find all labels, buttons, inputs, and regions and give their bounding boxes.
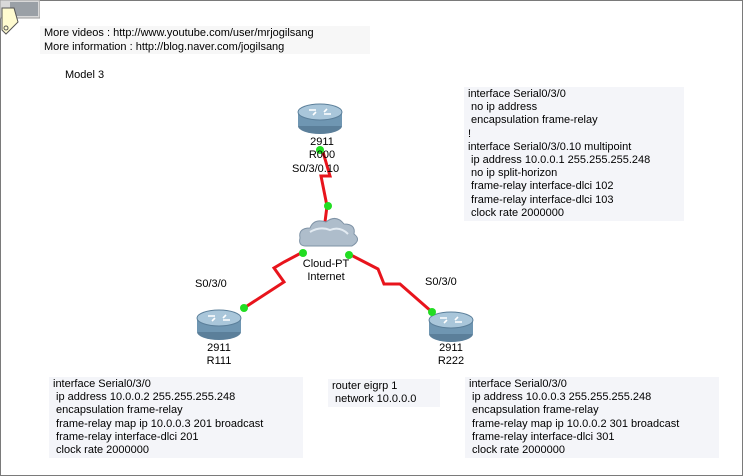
config-note-r222: interface Serial0/3/0 ip address 10.0.0.… (465, 377, 719, 459)
config-line: encapsulation frame-relay (469, 404, 599, 417)
router-r222[interactable] (428, 311, 474, 342)
config-line: clock rate 2000000 (469, 444, 566, 457)
config-line: interface Serial0/3/0.10 multipoint (468, 140, 632, 153)
cloud-internet[interactable] (299, 218, 358, 247)
port-dot-cloud-top (324, 202, 332, 210)
r111-model: 2911 (207, 342, 231, 354)
info-note: More videos : http://www.youtube.com/use… (40, 26, 370, 54)
r000-interface-label: S0/3/0.10 (292, 163, 340, 175)
r222-interface-label: S0/3/0 (425, 276, 457, 288)
config-line: encapsulation frame-relay (53, 404, 183, 417)
videos-link-text: More videos : http://www.youtube.com/use… (44, 27, 314, 39)
cloud-name: Internet (307, 271, 345, 283)
cloud-model: Cloud-PT (302, 258, 350, 270)
config-line: frame-relay interface-dlci 201 (53, 430, 199, 443)
config-line: router eigrp 1 (332, 380, 398, 392)
note-icon[interactable] (0, 0, 40, 36)
config-line: interface Serial0/3/0 (53, 378, 151, 390)
config-line: encapsulation frame-relay (468, 114, 598, 127)
link-r000-cloud[interactable] (319, 151, 332, 223)
port-dot-cloud-left (299, 249, 307, 257)
config-line: frame-relay map ip 10.0.0.3 201 broadcas… (53, 417, 264, 430)
r222-name: R222 (437, 355, 465, 367)
link-cloud-r111[interactable] (243, 250, 304, 310)
r000-model: 2911 (310, 136, 334, 148)
info-link-text: More information : http://blog.naver.com… (44, 41, 285, 53)
port-dot-r111 (240, 304, 248, 312)
router-r000[interactable] (297, 103, 343, 134)
config-line: ip address 10.0.0.2 255.255.255.248 (53, 391, 236, 404)
link-cloud-r222[interactable] (348, 252, 433, 314)
config-line: network 10.0.0.0 (332, 393, 417, 406)
config-line: ip address 10.0.0.3 255.255.255.248 (469, 391, 652, 404)
config-line: no ip split-horizon (468, 167, 558, 180)
r111-label: 2911 R111 (197, 342, 241, 368)
r111-interface-label: S0/3/0 (195, 278, 227, 290)
config-line: interface Serial0/3/0 (468, 88, 566, 100)
port-dot-r222 (428, 308, 436, 316)
config-line: frame-relay interface-dlci 103 (468, 193, 614, 206)
config-line: ip address 10.0.0.1 255.255.255.248 (468, 154, 651, 167)
config-line: frame-relay map ip 10.0.0.2 301 broadcas… (469, 417, 680, 430)
config-line: frame-relay interface-dlci 102 (468, 180, 614, 193)
config-line: no ip address (468, 101, 538, 114)
r222-model: 2911 (439, 342, 463, 354)
router-r111[interactable] (196, 309, 242, 340)
config-line: frame-relay interface-dlci 301 (469, 430, 615, 443)
r000-name: R000 (308, 149, 336, 161)
port-dot-cloud-right (345, 251, 353, 259)
config-note-r111: interface Serial0/3/0 ip address 10.0.0.… (49, 377, 303, 459)
port-dot-r000 (316, 146, 324, 154)
config-line: clock rate 2000000 (468, 206, 565, 219)
config-note-r000: interface Serial0/3/0 no ip address enca… (464, 87, 684, 222)
r222-label: 2911 R222 (429, 342, 473, 368)
config-line: clock rate 2000000 (53, 444, 150, 457)
cloud-label: Cloud-PT Internet (296, 258, 356, 284)
r111-name: R111 (206, 355, 232, 367)
r000-label: 2911 R000 (300, 136, 344, 162)
config-note-eigrp: router eigrp 1 network 10.0.0.0 (328, 379, 440, 408)
config-line: ! (468, 127, 472, 140)
model-label: Model 3 (65, 69, 105, 81)
config-line: interface Serial0/3/0 (469, 378, 567, 390)
